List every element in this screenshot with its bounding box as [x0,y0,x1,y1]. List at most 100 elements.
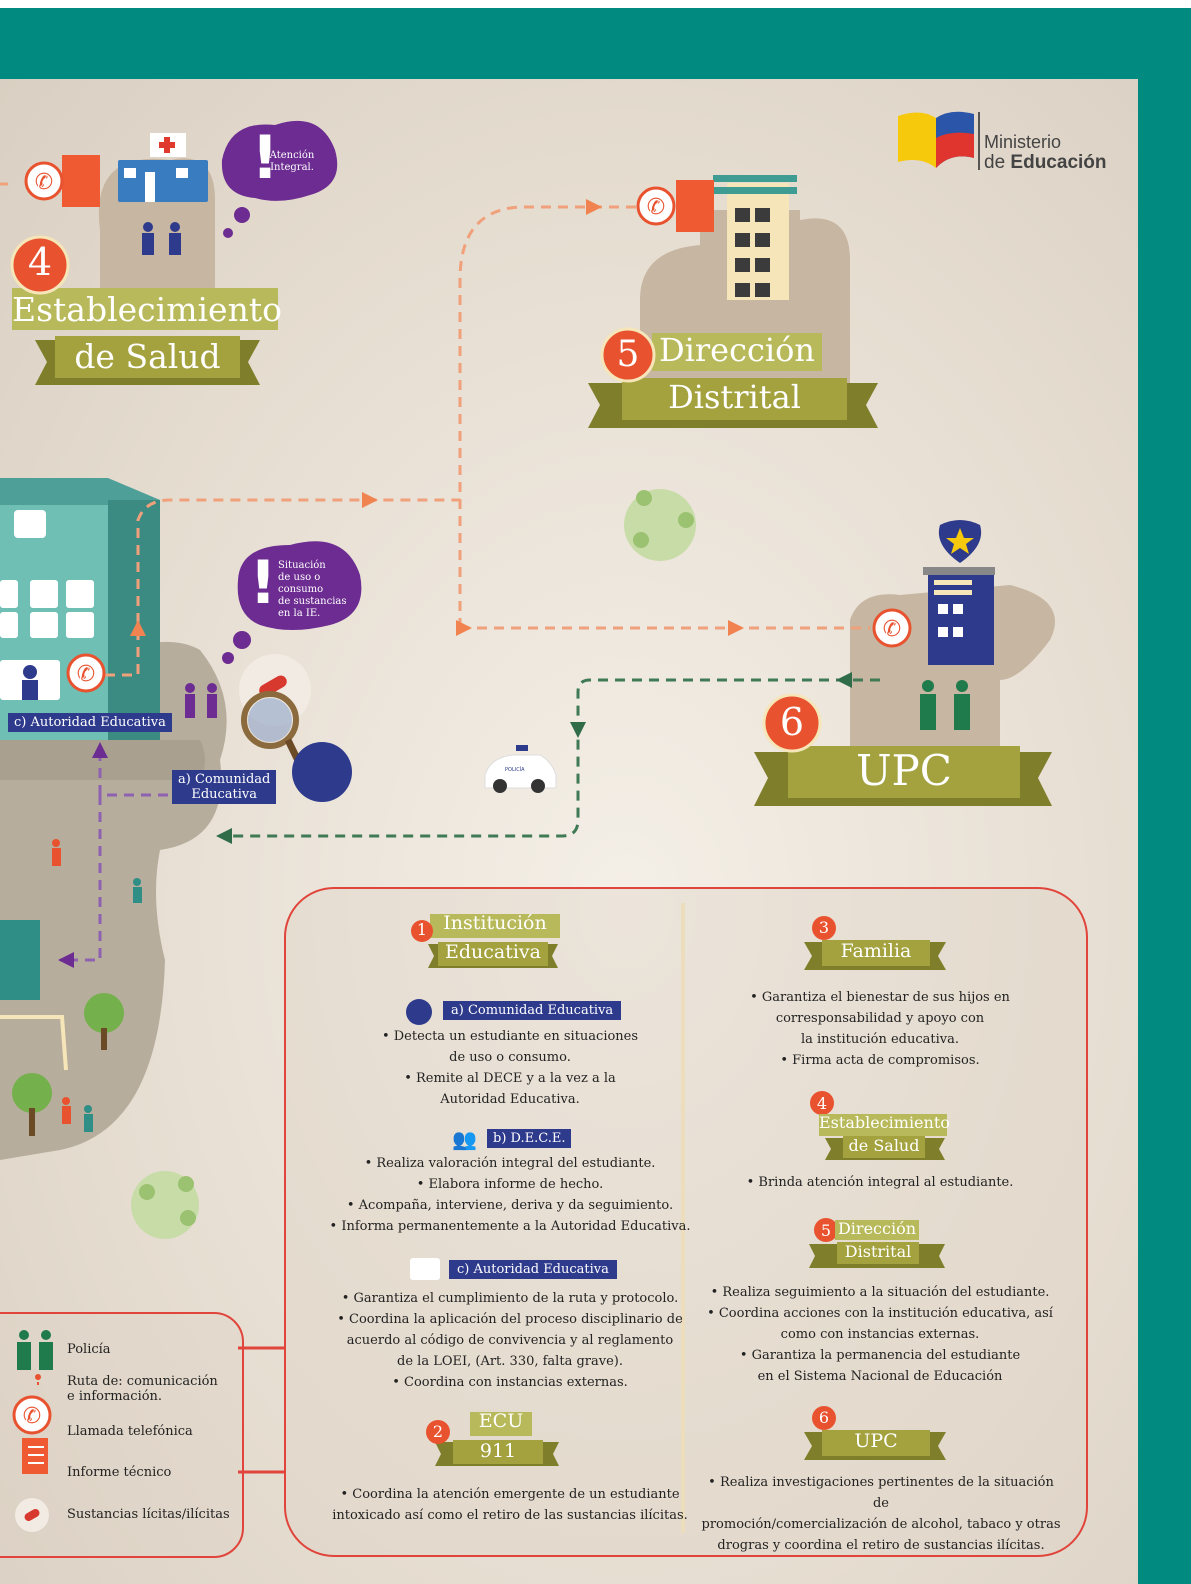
school-window [66,580,94,608]
header-ribbon-ecu [426,1412,559,1466]
header-salud-line2: de Salud [848,1136,920,1155]
label-autoridad-educativa: c) Autoridad Educativa [8,713,172,732]
svg-text:!: ! [251,123,278,193]
phone-call-icons [24,155,912,693]
legend-sustancias: Sustancias lícitas/ilícitas [67,1507,230,1522]
logo-text-line2: de Educación [984,152,1107,174]
trees [12,489,696,1239]
school-side [108,500,160,740]
community-circle-icon [292,742,352,802]
header-ribbon-ie [411,914,560,968]
legend-policia: Policía [67,1342,111,1357]
ie-blob-shade [0,740,205,780]
ie-bubble-text: Situación de uso o consumo de sustancias… [278,560,347,619]
section-label-dece: b) D.E.C.E. [487,1129,572,1148]
node-upc-number: 6 [779,700,805,744]
header-familia-number: 3 [818,918,830,937]
ministerio-logo: Ministerio de Educación [896,108,1116,178]
autoridad-icon [410,1258,440,1280]
header-ribbon-distrital [809,1218,945,1268]
header-ribbon-salud [810,1091,947,1160]
police-car-icon [484,745,557,793]
police-car-label: POLICÍA [505,767,525,773]
svg-text:✆: ✆ [23,1404,41,1429]
section-dece-text: • Realiza valoración integral del estudi… [329,1156,691,1234]
swing-icon [0,1015,68,1071]
legend-connector [238,1346,284,1474]
header-salud-number: 4 [816,1094,828,1113]
legend-ruta-line1: Ruta de: comunicación [67,1374,218,1389]
ribbon-upc [754,746,1052,806]
logo-divider [978,112,980,170]
school-window [0,580,18,608]
header-ecu-line2: 911 [479,1440,517,1462]
people-figures [22,222,970,1132]
header-ie-line1: Institución [443,912,547,934]
header-ribbon-familia [804,916,946,970]
school-window [30,612,58,638]
ie-thought-bubble [237,541,362,630]
node-number-circle [10,235,70,295]
school-window [66,612,94,638]
header-distrital-line2: Distrital [844,1242,912,1261]
upc-building [928,573,994,665]
header-ie-number: 1 [416,920,428,939]
header-distrital-number: 5 [820,1221,832,1240]
node-number-circle [762,693,822,753]
green-route [220,678,880,838]
school-window [0,612,18,638]
legend-ruta-line2: e información. [67,1389,163,1404]
legend-llamada: Llamada telefónica [67,1424,193,1439]
substances-icon [15,1498,49,1532]
ministerio-logo-mark-icon [898,111,974,168]
header-upc-number: 6 [818,1408,830,1427]
legend-icons: ✆ [12,1330,53,1532]
ribbon-salud [12,288,278,385]
salud-bubble-text: Atención Integral. [269,150,315,173]
route-icon [35,1374,41,1385]
info-box [284,887,1088,1557]
section-autoridad-text: • Garantiza el cumplimiento de la ruta y… [337,1291,683,1390]
header-ribbon-upc [804,1406,946,1460]
header-ecu-line1: ECU [478,1410,524,1432]
route-arrows [130,199,744,636]
school-window [30,580,58,608]
hospital-building [118,160,208,202]
header-distrital-line1: Dirección [837,1219,917,1238]
section-label-autoridad: c) Autoridad Educativa [449,1260,617,1279]
section-comunidad-text: • Detecta un estudiante en situaciones d… [381,1029,639,1107]
section-salud-text: • Brinda atención integral al estudiante… [746,1175,1014,1190]
logo-text-educacion: Educación [1010,152,1107,173]
community-icon [406,999,432,1025]
box-divider [681,903,685,1533]
node-upc-title: UPC [856,746,952,795]
legend-informe: Informe técnico [67,1465,172,1480]
phone-icon: ✆ [12,1395,52,1435]
header-upc-title: UPC [854,1430,898,1452]
node-distrital-line1: Dirección [658,331,816,369]
section-distrital-text: • Realiza seguimiento a la situación del… [707,1285,1053,1384]
section-ecu-text: • Coordina la atención emergente de un e… [332,1487,688,1523]
salud-thought-bubble [221,120,338,201]
magnifier-icon [241,691,299,749]
header-familia-title: Familia [840,940,912,962]
svg-text:✆: ✆ [77,662,95,687]
header-ie-line2: Educativa [444,941,541,963]
node-number-circle [600,327,656,383]
technical-report-icon [22,1438,48,1474]
svg-text:!: ! [249,548,276,618]
ribbon-distrital [588,333,878,428]
school-annex [0,920,40,1000]
dece-people-icon: 👥 [452,1127,477,1151]
section-upc-text: • Realiza investigaciones pertinentes de… [701,1475,1061,1553]
section-label-comunidad: a) Comunidad Educativa [443,1001,622,1020]
logo-text-line1: Ministerio [984,132,1062,152]
orange-route [0,182,870,677]
police-icon [17,1330,53,1370]
node-distrital-number: 5 [616,334,640,375]
logo-text-de: de [984,152,1011,173]
node-salud-number: 4 [27,240,53,284]
node-distrital-line2: Distrital [668,378,801,416]
header-ecu-number: 2 [432,1422,444,1441]
